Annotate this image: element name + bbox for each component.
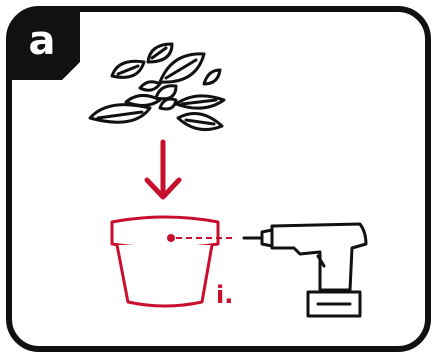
step-badge-letter: a <box>22 16 62 66</box>
step-label: i. <box>216 280 233 310</box>
